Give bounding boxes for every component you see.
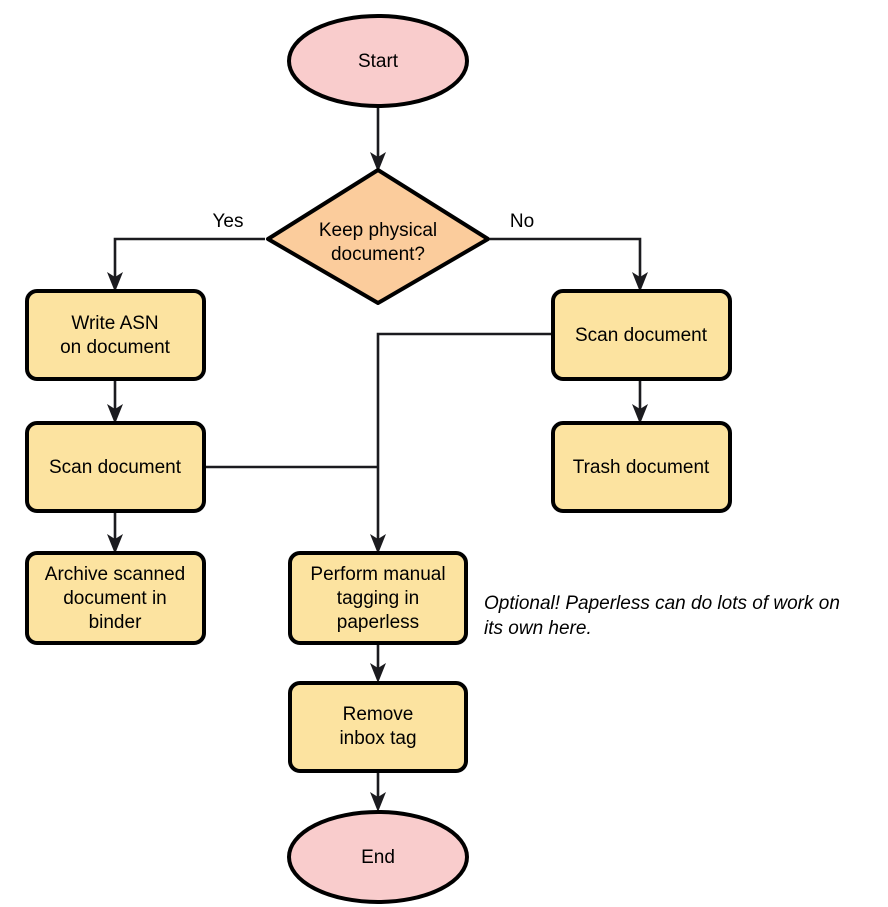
decision-label-line-2: document? [331, 244, 425, 265]
tagging-box[interactable] [288, 551, 468, 645]
trash-document-label: Trash document [573, 457, 710, 478]
arrowhead-icon [632, 272, 648, 292]
node-scan-document-left[interactable]: Scan document [25, 421, 206, 513]
arrowhead-icon [107, 272, 123, 292]
remove-inbox-label-line-1: Remove [343, 704, 414, 725]
optional-note-line-2: its own here. [484, 618, 592, 639]
end-ellipse[interactable] [287, 810, 469, 904]
arrowhead-icon [370, 792, 386, 812]
node-scan-document-right[interactable]: Scan document [551, 289, 732, 381]
annotation-optional-note: Optional! Paperless can do lots of work … [484, 593, 840, 639]
write-asn-box[interactable] [25, 289, 206, 381]
scan-document-right-label: Scan document [575, 325, 708, 346]
node-end[interactable]: End [287, 810, 469, 904]
start-label: Start [358, 51, 399, 72]
edge-tagging-to-remove-inbox [370, 643, 386, 683]
edge-start-to-decision [370, 104, 386, 172]
arrowhead-icon [107, 534, 123, 554]
write-asn-label-line-2: on document [60, 337, 171, 358]
edge-label-no: No [510, 211, 534, 232]
node-trash-document[interactable]: Trash document [551, 421, 732, 513]
node-start[interactable]: Start [287, 14, 469, 108]
edge-remove-inbox-to-end [370, 771, 386, 812]
scan-document-left-box[interactable] [25, 421, 206, 513]
optional-note-line-1: Optional! Paperless can do lots of work … [484, 593, 840, 614]
node-write-asn-on-document[interactable]: Write ASN on document [25, 289, 206, 381]
edge-label-yes: Yes [213, 211, 244, 232]
node-remove-inbox-tag[interactable]: Remove inbox tag [288, 681, 468, 773]
arrowhead-icon [370, 534, 386, 554]
node-archive-scanned-document[interactable]: Archive scanned document in binder [25, 551, 206, 645]
archive-label-line-2: document in [63, 588, 167, 609]
tagging-label-line-2: tagging in [337, 588, 419, 609]
tagging-label-line-1: Perform manual [310, 564, 445, 585]
tagging-label-line-3: paperless [337, 612, 419, 633]
arrowhead-icon [632, 404, 648, 424]
edge-line [490, 237, 642, 280]
arrowhead-icon [370, 152, 386, 172]
edge-line [376, 332, 553, 542]
edge-scan-left-to-archive [107, 511, 123, 554]
write-asn-label-line-1: Write ASN [71, 313, 158, 334]
node-perform-manual-tagging[interactable]: Perform manual tagging in paperless [288, 551, 468, 645]
trash-document-box[interactable] [551, 421, 732, 513]
edge-decision-no-to-scan-right [490, 237, 648, 292]
archive-label-line-1: Archive scanned [45, 564, 185, 585]
decision-diamond[interactable] [266, 168, 490, 305]
arrowhead-icon [370, 663, 386, 683]
start-ellipse[interactable] [287, 14, 469, 108]
edge-write-asn-to-scan-left [107, 379, 123, 424]
edge-scan-right-to-tagging [370, 332, 553, 554]
edge-line [113, 237, 265, 280]
decision-label-line-1: Keep physical [319, 220, 437, 241]
archive-label-line-3: binder [89, 612, 142, 633]
node-decision-keep-physical-document[interactable]: Keep physical document? [266, 168, 490, 305]
arrowhead-icon [107, 404, 123, 424]
scan-document-right-box[interactable] [551, 289, 732, 381]
remove-inbox-label-line-2: inbox tag [339, 728, 416, 749]
end-label: End [361, 847, 395, 868]
edge-decision-yes-to-write-asn [107, 237, 265, 292]
edge-scan-right-to-trash [632, 379, 648, 424]
remove-inbox-box[interactable] [288, 681, 468, 773]
archive-box[interactable] [25, 551, 206, 645]
scan-document-left-label: Scan document [49, 457, 182, 478]
